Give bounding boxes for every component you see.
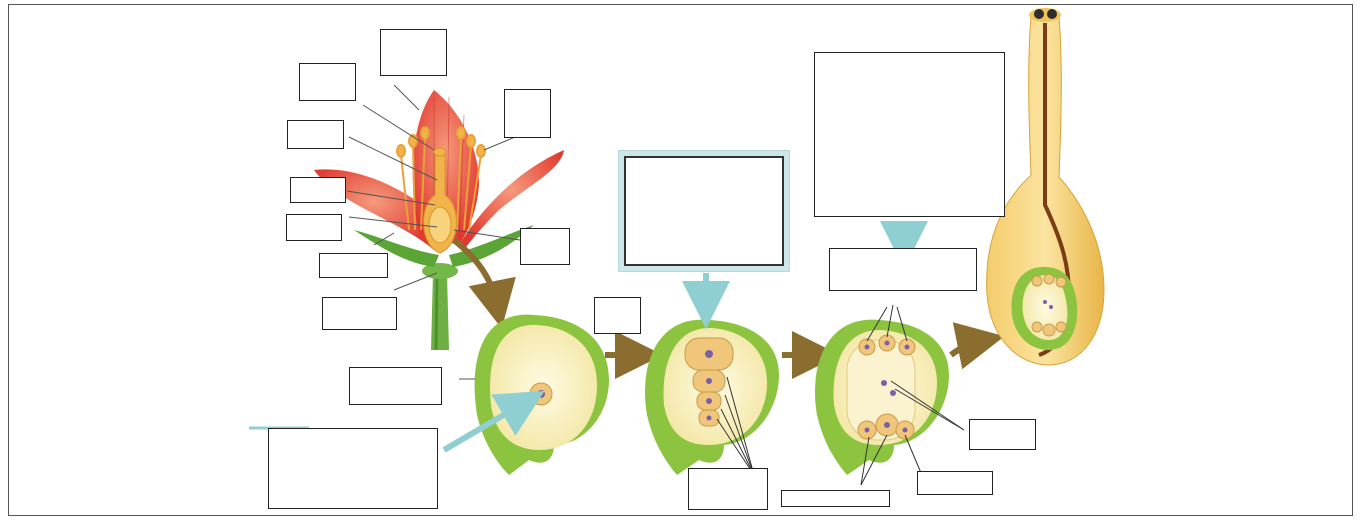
label-box-flower-right-bottom[interactable]: [520, 228, 570, 265]
label-box-egg-cell[interactable]: [781, 490, 890, 507]
label-box-flower-left-2[interactable]: [287, 120, 344, 149]
label-box-polar-nuclei[interactable]: [969, 419, 1036, 450]
label-box-flower-left-3[interactable]: [290, 177, 346, 203]
label-box-flower-left-4[interactable]: [286, 214, 342, 241]
label-box-flower-right-top[interactable]: [504, 89, 551, 138]
arrow-stage-3-4: [951, 341, 981, 355]
label-box-meiosis-description[interactable]: [624, 156, 784, 266]
label-box-ovule1-description[interactable]: [268, 428, 438, 509]
label-box-mitosis-description[interactable]: [814, 52, 1005, 217]
label-box-flower-left-5[interactable]: [319, 253, 388, 278]
ovule-stage-2: [645, 273, 779, 475]
label-box-megaspores[interactable]: [688, 468, 768, 510]
ovary: [429, 207, 451, 243]
label-box-flower-top[interactable]: [380, 29, 447, 76]
label-box-flower-left-6[interactable]: [322, 297, 397, 330]
label-box-ovule1-left[interactable]: [349, 367, 442, 405]
diagram-frame: [8, 4, 1353, 516]
label-box-embryo-sac[interactable]: [829, 248, 977, 291]
flower-stem: [431, 273, 449, 350]
label-box-between-stages[interactable]: [594, 297, 641, 334]
label-box-flower-upper-left[interactable]: [299, 63, 356, 101]
label-box-synergids[interactable]: [917, 471, 993, 495]
